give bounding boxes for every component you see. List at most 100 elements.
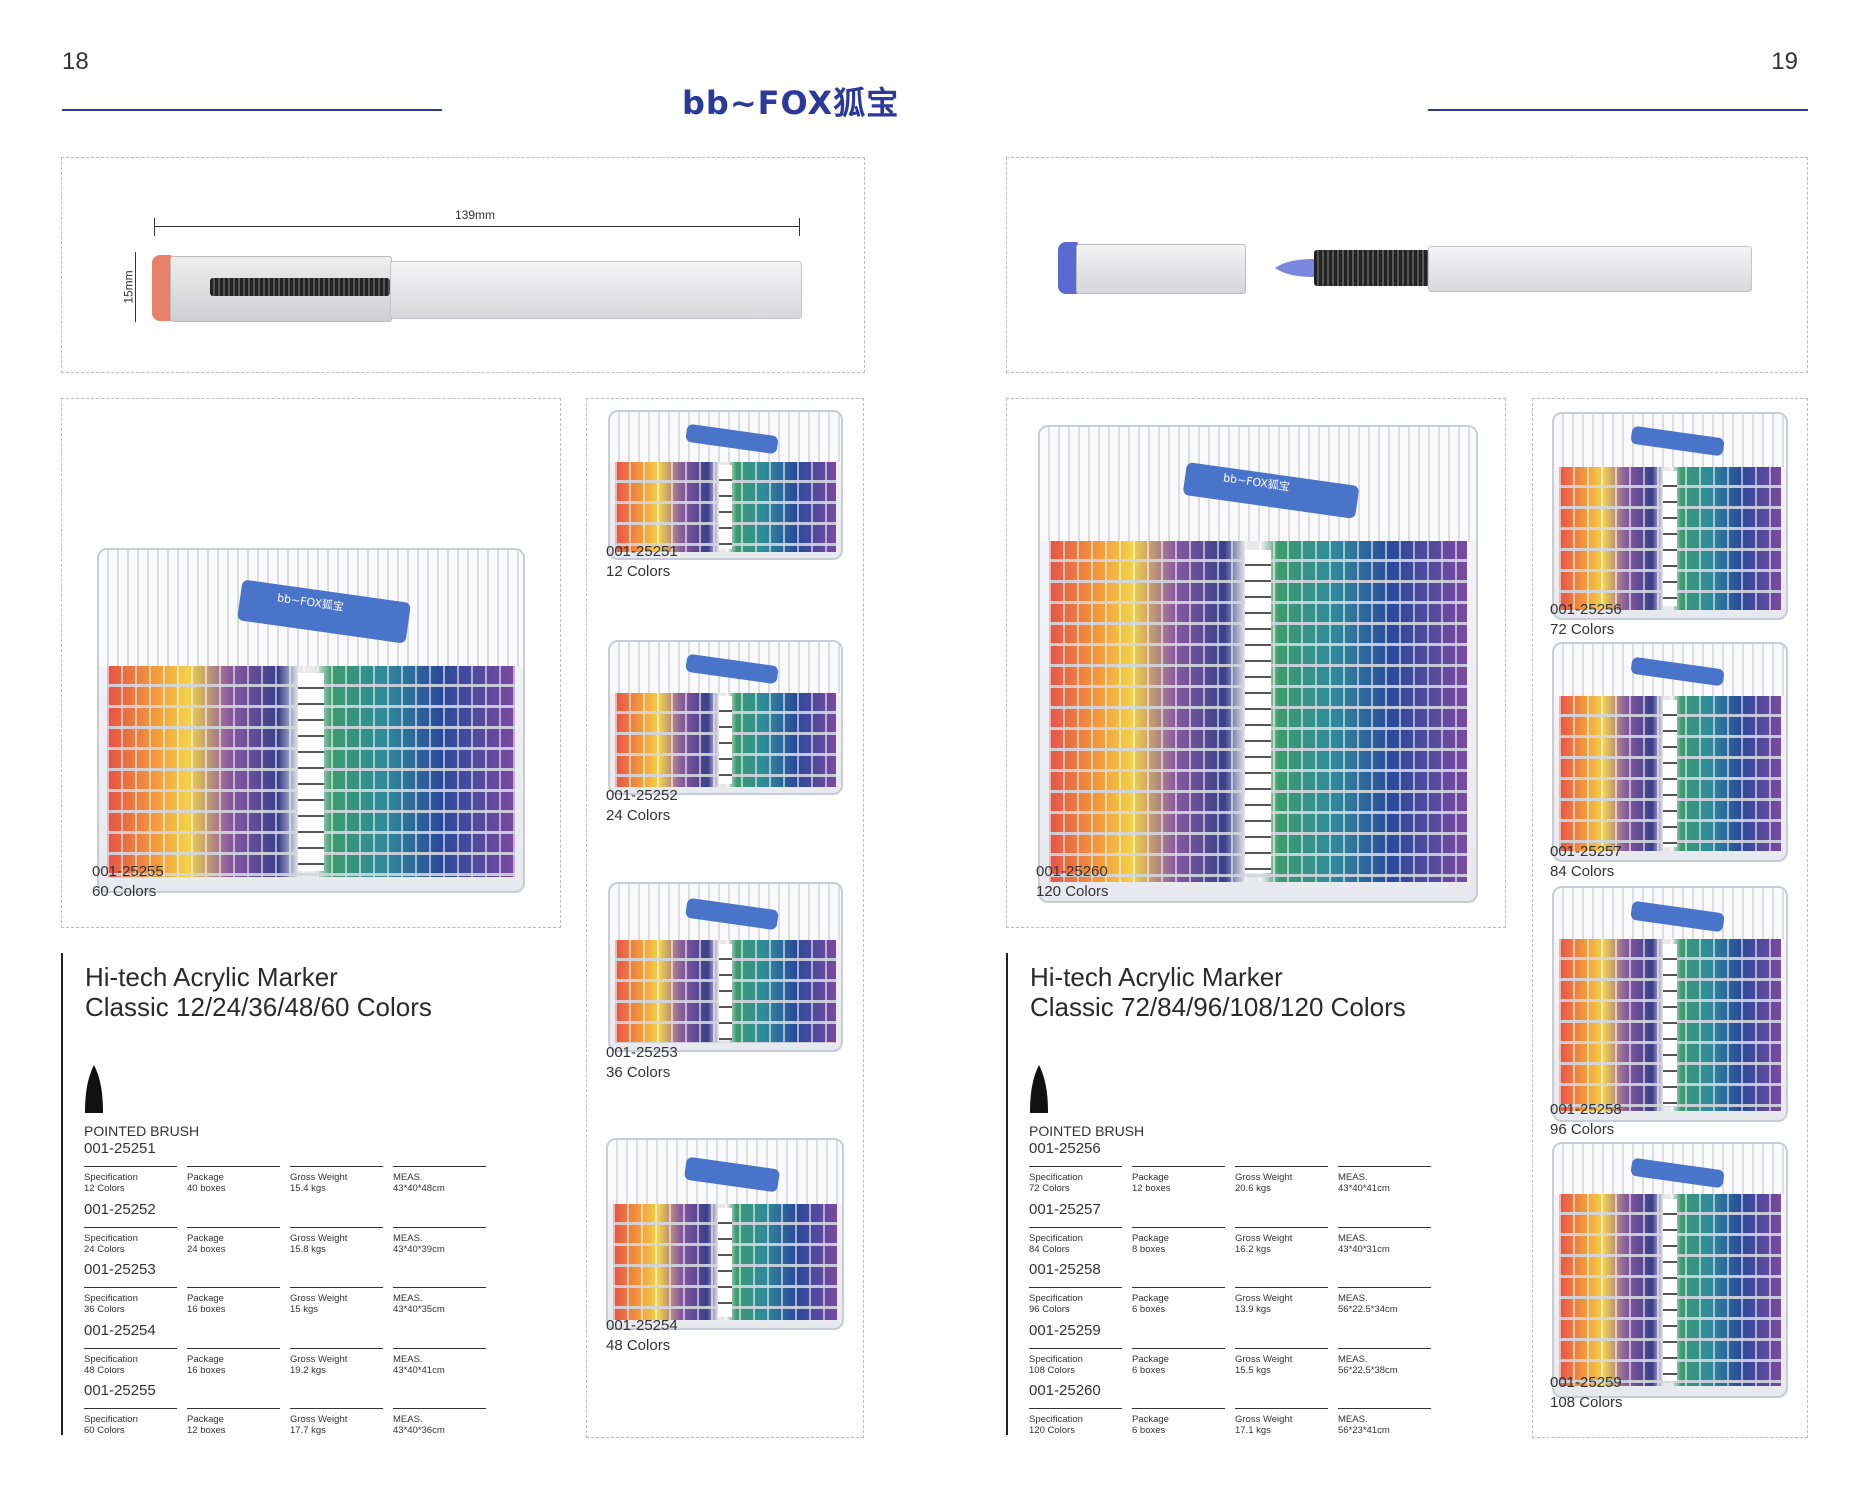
brush-tip-icon bbox=[1275, 259, 1315, 277]
product-code: 001-25257 bbox=[1550, 843, 1622, 860]
marker-box-72-image bbox=[1552, 412, 1788, 620]
header-rule-left bbox=[62, 109, 442, 111]
spec-label: Specification bbox=[84, 1354, 138, 1365]
product-code: 001-25251 bbox=[606, 543, 678, 560]
marker-box-12-image bbox=[608, 410, 843, 560]
spec-label: Gross Weight bbox=[1235, 1293, 1293, 1304]
spec-meas: MEAS.56*23*41cm bbox=[1338, 1408, 1431, 1436]
big-product-frame-left bbox=[61, 398, 561, 928]
product-colors: 72 Colors bbox=[1550, 621, 1615, 638]
spec-product-code: 001-25252 bbox=[84, 1201, 156, 1218]
spec-label: Package bbox=[1132, 1354, 1169, 1365]
spec-label: Specification bbox=[84, 1233, 138, 1244]
spec-label: MEAS. bbox=[1338, 1354, 1368, 1365]
spec-meas: MEAS.43*40*36cm bbox=[393, 1408, 486, 1436]
product-code: 001-25252 bbox=[606, 787, 678, 804]
spec-meas: MEAS.43*40*31cm bbox=[1338, 1227, 1431, 1255]
spec-value: 84 Colors bbox=[1029, 1244, 1070, 1255]
marker-cap-end-icon bbox=[1058, 242, 1078, 294]
title-line-2: Classic 72/84/96/108/120 Colors bbox=[1030, 992, 1406, 1022]
spec-value: 16 boxes bbox=[187, 1365, 226, 1376]
spec-label: Gross Weight bbox=[290, 1233, 348, 1244]
spec-value: 6 boxes bbox=[1132, 1425, 1166, 1436]
spec-value: 16 boxes bbox=[187, 1304, 226, 1315]
length-tick-right bbox=[799, 218, 800, 236]
spec-label: Gross Weight bbox=[1235, 1172, 1293, 1183]
spec-value: 12 boxes bbox=[1132, 1183, 1171, 1194]
spec-label: Package bbox=[1132, 1233, 1169, 1244]
brand-logo: bb~FOX狐宝 bbox=[682, 84, 900, 122]
length-dimension-line bbox=[154, 226, 800, 227]
spec-label: Gross Weight bbox=[1235, 1354, 1293, 1365]
marker-frame-left bbox=[61, 157, 865, 373]
spec-label: Package bbox=[187, 1414, 224, 1425]
marker-box-36-image bbox=[608, 882, 843, 1052]
length-label: 139mm bbox=[455, 208, 496, 222]
spec-value: 24 boxes bbox=[187, 1244, 226, 1255]
small-products-frame-right bbox=[1532, 398, 1808, 1438]
spec-value: 43*40*41cm bbox=[1338, 1183, 1390, 1194]
spec-value: 43*40*48cm bbox=[393, 1183, 445, 1194]
product-code: 001-25253 bbox=[606, 1044, 678, 1061]
small-product-caption: 001-25257 84 Colors bbox=[1550, 842, 1622, 882]
spec-value: 6 boxes bbox=[1132, 1365, 1166, 1376]
spec-meas: MEAS.43*40*41cm bbox=[1338, 1166, 1431, 1194]
spec-label: Gross Weight bbox=[290, 1354, 348, 1365]
spec-label: Specification bbox=[84, 1414, 138, 1425]
spec-value: 12 Colors bbox=[84, 1183, 125, 1194]
spec-value: 15.4 kgs bbox=[290, 1183, 326, 1194]
spec-label: Specification bbox=[1029, 1414, 1083, 1425]
spec-meas: MEAS.56*22.5*38cm bbox=[1338, 1348, 1431, 1376]
spec-product-code: 001-25251 bbox=[84, 1140, 156, 1157]
product-code: 001-25258 bbox=[1550, 1101, 1622, 1118]
product-colors: 84 Colors bbox=[1550, 863, 1615, 880]
diameter-dimension-line bbox=[135, 252, 136, 322]
title-line-2: Classic 12/24/36/48/60 Colors bbox=[85, 992, 432, 1022]
spec-product-code: 001-25257 bbox=[1029, 1201, 1101, 1218]
product-colors: 96 Colors bbox=[1550, 1121, 1615, 1138]
spec-value: 16.2 kgs bbox=[1235, 1244, 1271, 1255]
spec-value: 19.2 kgs bbox=[290, 1365, 326, 1376]
marker-box-96-image bbox=[1552, 886, 1788, 1122]
spec-value: 43*40*39cm bbox=[393, 1244, 445, 1255]
spec-value: 108 Colors bbox=[1029, 1365, 1075, 1376]
marker-box-24-image bbox=[608, 640, 843, 795]
spec-label: Gross Weight bbox=[1235, 1414, 1293, 1425]
brush-type-label: POINTED BRUSH bbox=[1029, 1123, 1145, 1139]
spec-value: 13.9 kgs bbox=[1235, 1304, 1271, 1315]
marker-box-60-image: bb~FOX狐宝 bbox=[97, 548, 525, 893]
spec-label: Gross Weight bbox=[1235, 1233, 1293, 1244]
marker-box-108-image bbox=[1552, 1142, 1788, 1398]
spec-value: 43*40*35cm bbox=[393, 1304, 445, 1315]
small-product-caption: 001-25258 96 Colors bbox=[1550, 1100, 1622, 1140]
spec-value: 43*40*41cm bbox=[393, 1365, 445, 1376]
spec-label: MEAS. bbox=[393, 1172, 423, 1183]
small-products-frame-left bbox=[586, 398, 864, 1438]
spec-label: MEAS. bbox=[1338, 1172, 1368, 1183]
spec-meas: MEAS.43*40*41cm bbox=[393, 1348, 486, 1376]
spec-label: Gross Weight bbox=[290, 1172, 348, 1183]
spec-meas: MEAS.56*22.5*34cm bbox=[1338, 1287, 1431, 1315]
spec-value: 17.7 kgs bbox=[290, 1425, 326, 1436]
